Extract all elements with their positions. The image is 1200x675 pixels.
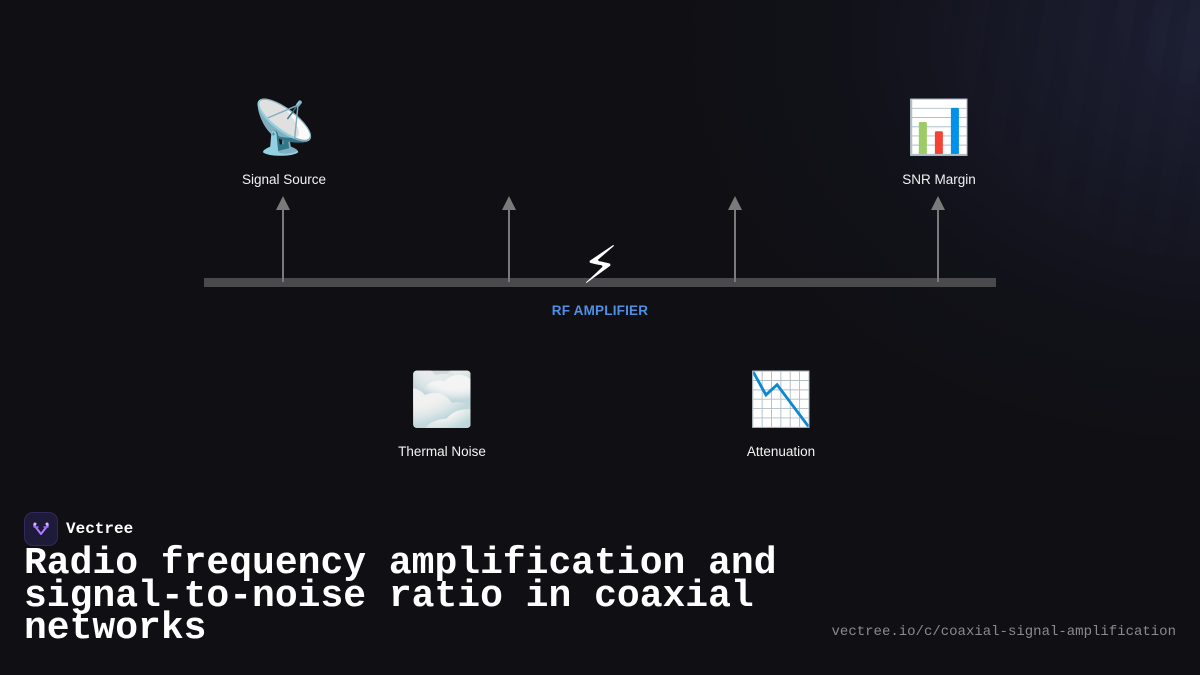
arrow-head-2	[502, 196, 516, 210]
arrow-stem-2	[508, 208, 510, 282]
page-url: vectree.io/c/coaxial-signal-amplificatio…	[831, 624, 1176, 640]
node-label: Attenuation	[746, 444, 816, 459]
arrow-stem-4	[937, 208, 939, 282]
page-title: Radio frequency amplification and signal…	[24, 542, 777, 650]
arrow-stem-1	[282, 208, 284, 282]
node-thermal-noise: 🌫️ Thermal Noise	[362, 370, 522, 459]
brand-name: Vectree	[66, 520, 134, 538]
arrow-head-1	[276, 196, 290, 210]
node-rf-amplifier: ⚡	[520, 236, 680, 296]
bar-chart-icon: 📊	[906, 99, 972, 157]
satellite-antenna-icon: 📡	[251, 99, 317, 157]
arrow-head-4	[931, 196, 945, 210]
fog-icon: 🌫️	[409, 371, 475, 429]
node-label: Signal Source	[241, 172, 327, 187]
brand: Vectree	[24, 512, 133, 546]
chart-decreasing-icon: 📉	[748, 371, 814, 429]
vectree-logo-icon	[24, 512, 58, 546]
high-voltage-icon: ⚡	[581, 237, 619, 295]
node-label: SNR Margin	[902, 172, 976, 187]
arrow-head-3	[728, 196, 742, 210]
node-attenuation: 📉 Attenuation	[701, 370, 861, 459]
timeline-bus	[204, 278, 996, 287]
arrow-stem-3	[734, 208, 736, 282]
center-label: RF AMPLIFIER	[551, 303, 649, 318]
node-label: Thermal Noise	[398, 444, 486, 459]
node-signal-source: 📡 Signal Source	[204, 98, 364, 187]
node-snr-margin: 📊 SNR Margin	[859, 98, 1019, 187]
